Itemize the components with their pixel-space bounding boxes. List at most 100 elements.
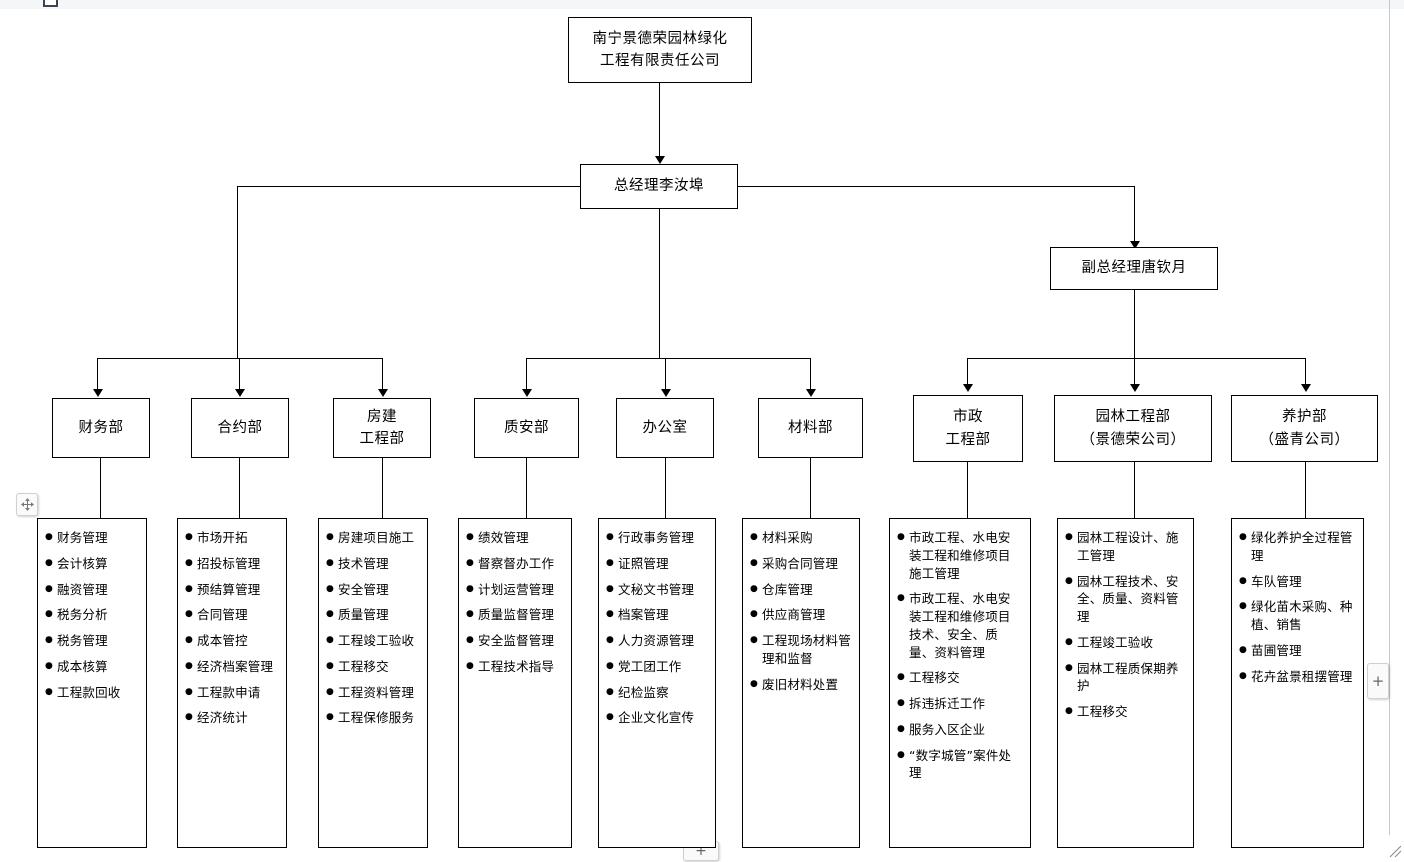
duty-item: 工程款申请 [185, 684, 279, 702]
duty-item: 工程移交 [326, 658, 420, 676]
duty-item: 工程移交 [1065, 703, 1186, 721]
node-dept-housing-line-1: 房建 [367, 408, 397, 425]
duty-item: 市政工程、水电安装工程和维修项目技术、安全、质量、资料管理 [897, 590, 1023, 661]
node-dept-materials[interactable]: 材料部 [758, 398, 863, 458]
node-dept-finance[interactable]: 财务部 [52, 398, 150, 458]
drop-maintenance [1305, 358, 1306, 388]
panel-duties-office[interactable]: 行政事务管理 证照管理 文秘文书管理 档案管理 人力资源管理 党工团工作 纪检监… [598, 518, 716, 848]
move-icon[interactable] [16, 493, 38, 516]
duty-item: 绿化养护全过程管理 [1239, 529, 1356, 565]
arrow-municipal [963, 384, 973, 392]
duty-item: 人力资源管理 [606, 632, 708, 650]
arrow-company-gm [655, 156, 665, 164]
node-dept-office-line-1: 办公室 [642, 419, 688, 436]
node-dept-office[interactable]: 办公室 [616, 398, 714, 458]
duty-item: 安全管理 [326, 581, 420, 599]
arrow-housing [378, 389, 388, 397]
node-dept-housing-line-2: 工程部 [359, 431, 405, 447]
node-company[interactable]: 南宁景德荣园林绿化 工程有限责任公司 [568, 17, 752, 83]
bus-left [97, 358, 383, 359]
window-tab-marker[interactable] [43, 0, 58, 7]
duty-item: 技术管理 [326, 555, 420, 573]
duty-item: 质量监督管理 [466, 606, 564, 624]
duty-item: 工程竣工验收 [326, 632, 420, 650]
node-dept-quality-line-1: 质安部 [504, 419, 549, 436]
duty-item: 招投标管理 [185, 555, 279, 573]
node-dept-maintenance-line-2: （盛青公司） [1259, 431, 1350, 448]
duty-item: 文秘文书管理 [606, 581, 708, 599]
duty-item: 供应商管理 [750, 606, 852, 624]
panel-duties-quality-safety[interactable]: 绩效管理 督察督办工作 计划运营管理 质量监督管理 安全监督管理 工程技术指导 [458, 518, 572, 848]
duty-item: 园林工程质保期养护 [1065, 660, 1186, 696]
panel-duties-contract[interactable]: 市场开拓 招投标管理 预结算管理 合同管理 成本管控 经济档案管理 工程款申请 … [177, 518, 287, 848]
stem-materials [810, 458, 811, 518]
duty-item: 绿化苗木采购、种植、销售 [1239, 598, 1356, 634]
node-dept-landscape-line-1: 园林工程部 [1095, 409, 1171, 426]
node-dept-housing-engineering[interactable]: 房建 工程部 [333, 398, 431, 458]
duty-item: 合同管理 [185, 606, 279, 624]
node-dept-materials-line-1: 材料部 [788, 419, 833, 436]
node-dept-contract[interactable]: 合约部 [191, 398, 289, 458]
node-dept-finance-line-1: 财务部 [78, 419, 124, 436]
arrow-finance [93, 389, 103, 397]
panel-duties-maintenance[interactable]: 绿化养护全过程管理 车队管理 绿化苗木采购、种植、销售 苗圃管理 花卉盆景租摆管… [1231, 518, 1364, 848]
node-dept-municipal-engineering[interactable]: 市政 工程部 [913, 395, 1023, 462]
duty-item: 经济统计 [185, 709, 279, 727]
bus-right [967, 358, 1305, 359]
node-general-manager[interactable]: 总经理李汝埠 [580, 164, 738, 209]
node-dept-landscape-engineering[interactable]: 园林工程部 （景德荣公司） [1054, 395, 1212, 462]
connector-gm-center-v [659, 209, 660, 358]
panel-duties-municipal-engineering[interactable]: 市政工程、水电安装工程和维修项目施工管理 市政工程、水电安装工程和维修项目技术、… [889, 518, 1031, 848]
node-dept-municipal-line-1: 市政 [953, 409, 983, 426]
stem-quality [526, 458, 527, 518]
panel-duties-housing-engineering[interactable]: 房建项目施工 技术管理 安全管理 质量管理 工程竣工验收 工程移交 工程资料管理… [318, 518, 428, 848]
connector-deputy-down [1134, 290, 1135, 358]
duty-item: 证照管理 [606, 555, 708, 573]
drop-municipal [967, 358, 968, 388]
node-dept-contract-line-1: 合约部 [217, 419, 263, 436]
expand-right-button[interactable]: + [1367, 663, 1389, 699]
connector-company-gm [659, 83, 660, 158]
duty-item: 苗圃管理 [1239, 642, 1356, 660]
node-dept-quality-safety[interactable]: 质安部 [474, 398, 579, 458]
node-dept-maintenance-line-1: 养护部 [1282, 409, 1327, 426]
duty-item: 工程保修服务 [326, 709, 420, 727]
panel-duties-finance[interactable]: 财务管理 会计核算 融资管理 税务分析 税务管理 成本核算 工程款回收 [37, 518, 147, 848]
panel-duties-landscape-engineering[interactable]: 园林工程设计、施工管理 园林工程技术、安全、质量、资料管理 工程竣工验收 园林工… [1057, 518, 1194, 848]
arrow-landscape [1130, 384, 1140, 392]
drop-office [665, 358, 666, 393]
duty-item: 税务管理 [45, 632, 139, 650]
resize-corner-icon[interactable] [1389, 845, 1402, 858]
duty-item: 企业文化宣传 [606, 709, 708, 727]
drop-landscape [1134, 358, 1135, 388]
duty-item: 安全监督管理 [466, 632, 564, 650]
duty-item: 工程款回收 [45, 684, 139, 702]
duty-item: 仓库管理 [750, 581, 852, 599]
node-dept-municipal-line-2: 工程部 [945, 431, 991, 448]
duty-item: 成本管控 [185, 632, 279, 650]
duty-item: 工程技术指导 [466, 658, 564, 676]
duty-item: 财务管理 [45, 529, 139, 547]
top-toolbar-strip [0, 0, 1404, 9]
panel-duties-materials[interactable]: 材料采购 采购合同管理 仓库管理 供应商管理 工程现场材料管理和监督 废旧材料处… [742, 518, 860, 848]
node-deputy-manager[interactable]: 副总经理唐钦月 [1050, 247, 1218, 290]
stem-contract [239, 458, 240, 518]
drop-housing [382, 358, 383, 393]
duty-item: 纪检监察 [606, 684, 708, 702]
duty-item: 废旧材料处置 [750, 676, 852, 694]
arrow-quality [522, 389, 532, 397]
node-company-line-1: 南宁景德荣园林绿化 [592, 30, 728, 47]
stem-landscape [1134, 462, 1135, 518]
duty-item: 采购合同管理 [750, 555, 852, 573]
duty-item: 质量管理 [326, 606, 420, 624]
node-dept-maintenance[interactable]: 养护部 （盛青公司） [1231, 395, 1378, 462]
node-company-line-2: 工程有限责任公司 [600, 53, 720, 69]
stem-housing [382, 458, 383, 518]
drop-materials [810, 358, 811, 393]
drop-finance [97, 358, 98, 393]
drop-quality [526, 358, 527, 393]
duty-item: 绩效管理 [466, 529, 564, 547]
duty-item: 工程竣工验收 [1065, 634, 1186, 652]
duty-item: 预结算管理 [185, 581, 279, 599]
stem-municipal [967, 462, 968, 518]
